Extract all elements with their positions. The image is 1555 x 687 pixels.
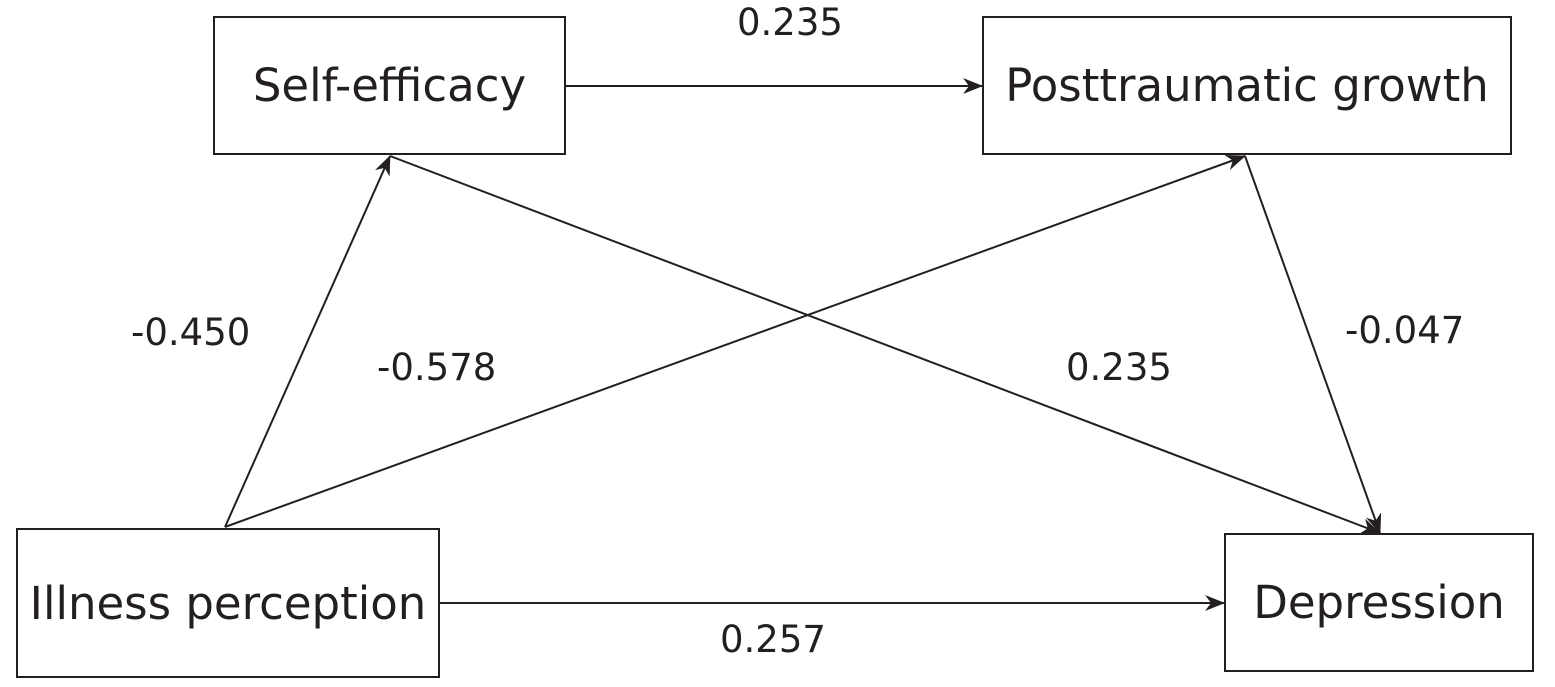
node-illness-perception: Illness perception xyxy=(16,528,440,678)
coef-selfefficacy-to-posttraumatic: 0.235 xyxy=(737,1,843,44)
arrow-illness-to-posttraumatic xyxy=(224,154,1246,528)
node-depression: Depression xyxy=(1224,533,1534,672)
node-self-efficacy-label: Self-efficacy xyxy=(252,59,527,112)
node-depression-label: Depression xyxy=(1253,576,1505,629)
coef-illness-to-posttraumatic: -0.578 xyxy=(377,346,497,389)
coef-selfefficacy-to-depression: 0.235 xyxy=(1066,346,1172,389)
coef-illness-to-depression: 0.257 xyxy=(720,618,826,661)
coef-posttraumatic-to-depression: -0.047 xyxy=(1345,309,1465,352)
arrow-selfefficacy-to-depression xyxy=(389,155,1381,534)
node-posttraumatic-growth: Posttraumatic growth xyxy=(982,16,1512,155)
node-posttraumatic-growth-label: Posttraumatic growth xyxy=(1005,59,1489,112)
arrow-illness-to-selfefficacy xyxy=(224,155,391,528)
node-self-efficacy: Self-efficacy xyxy=(213,16,566,155)
coef-illness-to-selfefficacy: -0.450 xyxy=(131,311,251,354)
arrow-posttraumatic-to-depression xyxy=(1244,155,1382,534)
node-illness-perception-label: Illness perception xyxy=(29,576,427,630)
